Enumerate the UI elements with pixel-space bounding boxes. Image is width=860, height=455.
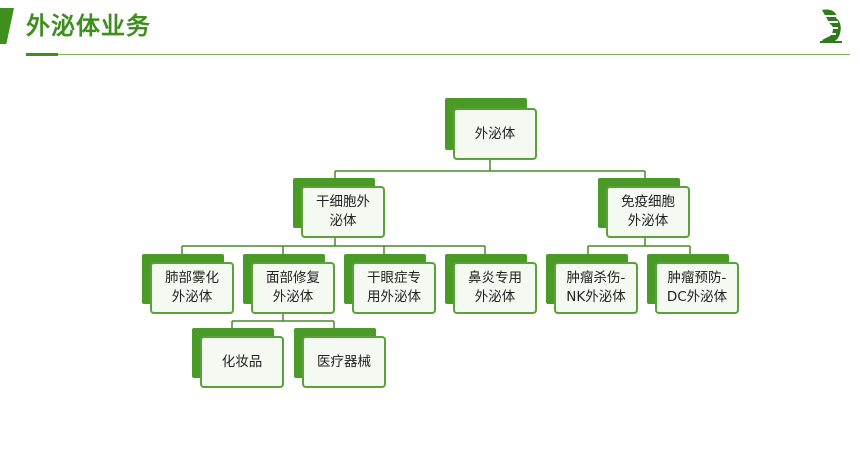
page-title: 外泌体业务 [26,12,151,40]
node-immune-cell-exosome: 免疫细胞 外泌体 [598,178,690,238]
title-divider [26,54,850,55]
connector-stem-cell [181,236,486,256]
node-tumor-prevention-dc-exosome: 肿瘤预防- DC外泌体 [647,254,739,314]
node-facial-repair-exosome: 面部修复 外泌体 [243,254,335,314]
node-label: 鼻炎专用 外泌体 [453,262,537,314]
node-rhinitis-exosome: 鼻炎专用 外泌体 [445,254,537,314]
node-root-label: 外泌体 [453,108,537,160]
node-label: 面部修复 外泌体 [251,262,335,314]
node-label: 肿瘤预防- DC外泌体 [655,262,739,314]
connector-root [334,160,646,180]
connector-facial-repair [231,312,335,330]
node-label: 肺部雾化 外泌体 [150,262,234,314]
node-label: 化妆品 [200,336,284,388]
node-stem-cell-exosome: 干细胞外 泌体 [293,178,385,238]
connector-immune-cell [587,236,691,256]
node-label: 干细胞外 泌体 [301,186,385,238]
node-tumor-killing-nk-exosome: 肿瘤杀伤- NK外泌体 [546,254,638,314]
stripe-leaf-logo-icon [820,9,842,43]
node-dry-eye-exosome: 干眼症专 用外泌体 [344,254,436,314]
node-label: 肿瘤杀伤- NK外泌体 [554,262,638,314]
node-label: 免疫细胞 外泌体 [606,186,690,238]
title-divider-accent [26,53,58,56]
node-root: 外泌体 [445,98,537,162]
node-label: 医疗器械 [302,336,386,388]
node-lung-nebulization-exosome: 肺部雾化 外泌体 [142,254,234,314]
node-label: 干眼症专 用外泌体 [352,262,436,314]
node-cosmetics: 化妆品 [192,328,284,388]
node-medical-devices: 医疗器械 [294,328,386,388]
